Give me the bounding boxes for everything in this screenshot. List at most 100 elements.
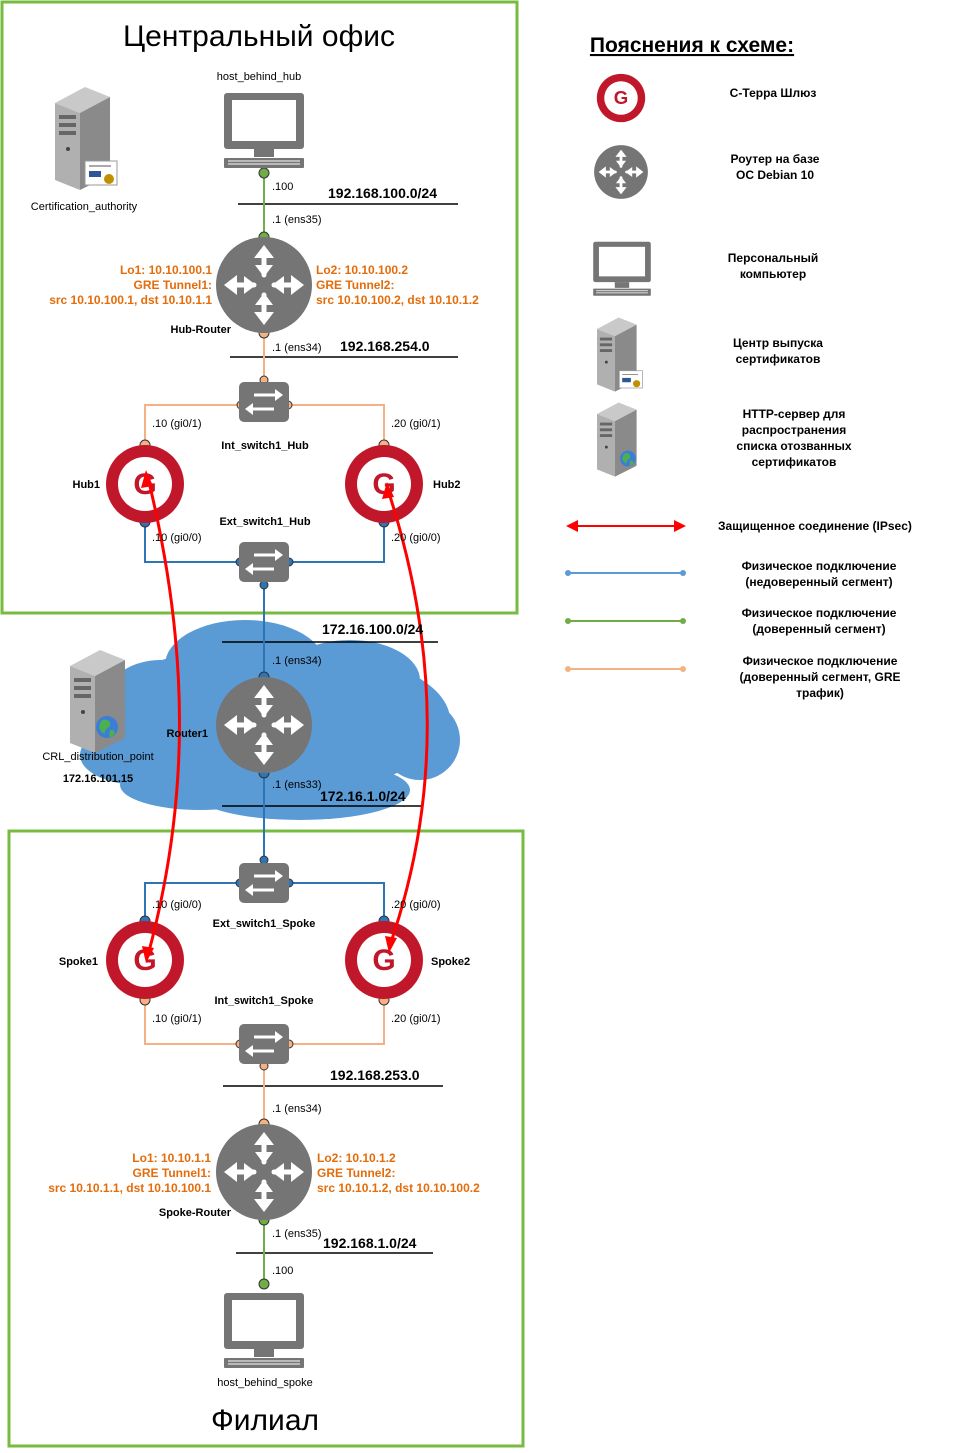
crl-name: CRL_distribution_point (42, 751, 153, 763)
spoke-lo2-line2: GRE Tunnel2: (317, 1166, 395, 1180)
crl-server-icon (70, 650, 125, 753)
legend-gateway-icon (596, 73, 646, 123)
legend-untrusted-line1: Физическое подключение (742, 559, 897, 573)
spoke-lo2-line1: Lo2: 10.10.1.2 (317, 1151, 396, 1165)
hub2-gateway-icon (345, 445, 423, 523)
legend-trusted-line (565, 618, 686, 624)
int-switch-spoke-label: Int_switch1_Spoke (214, 995, 313, 1007)
net-172-16-1: 172.16.1.0/24 (320, 788, 406, 804)
hub-router-icon (216, 237, 312, 333)
legend-router-icon (592, 143, 650, 201)
hub-lo1-line3: src 10.10.100.1, dst 10.10.1.1 (49, 293, 212, 307)
legend-untrusted-line2: (недоверенный сегмент) (745, 575, 892, 589)
hub-lo1-line1: Lo1: 10.10.100.1 (120, 263, 212, 277)
legend-title: Пояснения к схеме: (590, 34, 794, 57)
spoke1-gateway-icon (106, 921, 184, 999)
net-192-168-1: 192.168.1.0/24 (323, 1235, 417, 1251)
spoke-lo1-line2: GRE Tunnel1: (133, 1166, 211, 1180)
spoke2-gateway-icon (345, 921, 423, 999)
legend-ca-server-icon (597, 317, 643, 392)
spoke1-gi01: .10 (gi0/1) (152, 1013, 202, 1025)
legend-trusted-line2: (доверенный сегмент) (752, 622, 885, 636)
central-office-title: Центральный офис (123, 20, 395, 53)
legend-untrusted-line (565, 570, 686, 576)
host-behind-hub-ip: .100 (272, 181, 293, 193)
legend-gre-line1: Физическое подключение (743, 654, 898, 668)
spoke-router-ens35: .1 (ens35) (272, 1228, 322, 1240)
hub1-gi01: .10 (gi0/1) (152, 418, 202, 430)
legend-ca-line2: сертификатов (736, 352, 821, 366)
legend-http-line1: HTTP-сервер для (743, 407, 846, 421)
hub2-name: Hub2 (433, 479, 461, 491)
hub2-gi00: .20 (gi0/0) (391, 532, 441, 544)
spoke1-name: Spoke1 (59, 956, 98, 968)
router1-ens34: .1 (ens34) (272, 655, 322, 667)
legend-gre-line3: трафик) (796, 686, 844, 700)
hub-lo2-line2: GRE Tunnel2: (316, 278, 394, 292)
spoke-lo1-line1: Lo1: 10.10.1.1 (132, 1151, 211, 1165)
hub-router-ens34: .1 (ens34) (272, 342, 322, 354)
hub1-name: Hub1 (73, 479, 101, 491)
legend-http-line2: распространения (742, 423, 847, 437)
legend-router-line1: Роутер на базе (731, 152, 820, 166)
spoke1-gi00: .10 (gi0/0) (152, 899, 202, 911)
spoke-router-ens34: .1 (ens34) (272, 1103, 322, 1115)
spoke-lo2-line3: src 10.10.1.2, dst 10.10.100.2 (317, 1181, 480, 1195)
ext-switch-spoke-icon (237, 861, 291, 905)
hub-lo1-line2: GRE Tunnel1: (134, 278, 212, 292)
branch-frame (7, 829, 525, 1448)
legend-pc-line1: Персональный (728, 251, 818, 265)
spoke2-gi00: .20 (gi0/0) (391, 899, 441, 911)
crl-ip: 172.16.101.15 (63, 773, 133, 785)
gre-links (144, 333, 385, 1124)
host-behind-spoke-label: host_behind_spoke (217, 1377, 312, 1389)
legend-ipsec-label: Защищенное соединение (IPsec) (718, 519, 912, 533)
legend-ca-line1: Центр выпуска (733, 336, 823, 350)
host-behind-hub-label: host_behind_hub (217, 71, 301, 83)
spoke-router-name: Spoke-Router (159, 1207, 232, 1219)
spoke2-name: Spoke2 (431, 956, 470, 968)
hub-router-ens35: .1 (ens35) (272, 214, 322, 226)
net-192-168-100: 192.168.100.0/24 (328, 185, 437, 201)
ext-switch-spoke-label: Ext_switch1_Spoke (213, 918, 316, 930)
int-switch-hub-label: Int_switch1_Hub (221, 440, 309, 452)
branch-title: Филиал (211, 1404, 319, 1437)
legend-http-line4: сертификатов (752, 455, 837, 469)
legend-gateway-label: С-Терра Шлюз (730, 86, 817, 100)
untrusted-links (144, 522, 385, 921)
host-behind-hub-monitor-icon (223, 92, 305, 169)
host-behind-spoke-monitor-icon (223, 1292, 305, 1369)
legend-pc-line2: компьютер (740, 267, 806, 281)
legend-ipsec-line (566, 520, 686, 532)
host-behind-spoke-ip: .100 (272, 1265, 293, 1277)
ext-switch-hub-label: Ext_switch1_Hub (219, 516, 310, 528)
legend-http-line3: списка отозванных (736, 439, 852, 453)
legend-http-server-icon (597, 402, 637, 477)
ext-switch-hub-icon (237, 540, 291, 584)
legend-trusted-line1: Физическое подключение (742, 606, 897, 620)
spoke-router-icon (216, 1124, 312, 1220)
hub1-gi00: .10 (gi0/0) (152, 532, 202, 544)
net-192-168-253: 192.168.253.0 (330, 1067, 420, 1083)
legend-router-line2: ОС Debian 10 (736, 168, 814, 182)
legend-gre-line2: (доверенный сегмент, GRE (739, 670, 900, 684)
spoke2-gi01: .20 (gi0/1) (391, 1013, 441, 1025)
hub-router-name: Hub-Router (171, 324, 232, 336)
hub-lo2-line1: Lo2: 10.10.100.2 (316, 263, 408, 277)
router1-icon (216, 677, 312, 773)
ipsec-tunnels (146, 477, 429, 956)
network-segments (222, 203, 458, 1254)
hub2-gi01: .20 (gi0/1) (391, 418, 441, 430)
spoke-lo1-line3: src 10.10.1.1, dst 10.10.100.1 (48, 1181, 211, 1195)
router1-ens33: .1 (ens33) (272, 779, 322, 791)
net-192-168-254: 192.168.254.0 (340, 338, 430, 354)
hub-lo2-line3: src 10.10.100.2, dst 10.10.1.2 (316, 293, 479, 307)
legend-gre-line (565, 666, 686, 672)
int-switch-hub-icon (237, 380, 291, 424)
legend-monitor-icon (592, 241, 652, 297)
certification-authority-server-icon (55, 87, 118, 190)
router1-name: Router1 (166, 728, 208, 740)
central-office-frame (0, 0, 519, 615)
